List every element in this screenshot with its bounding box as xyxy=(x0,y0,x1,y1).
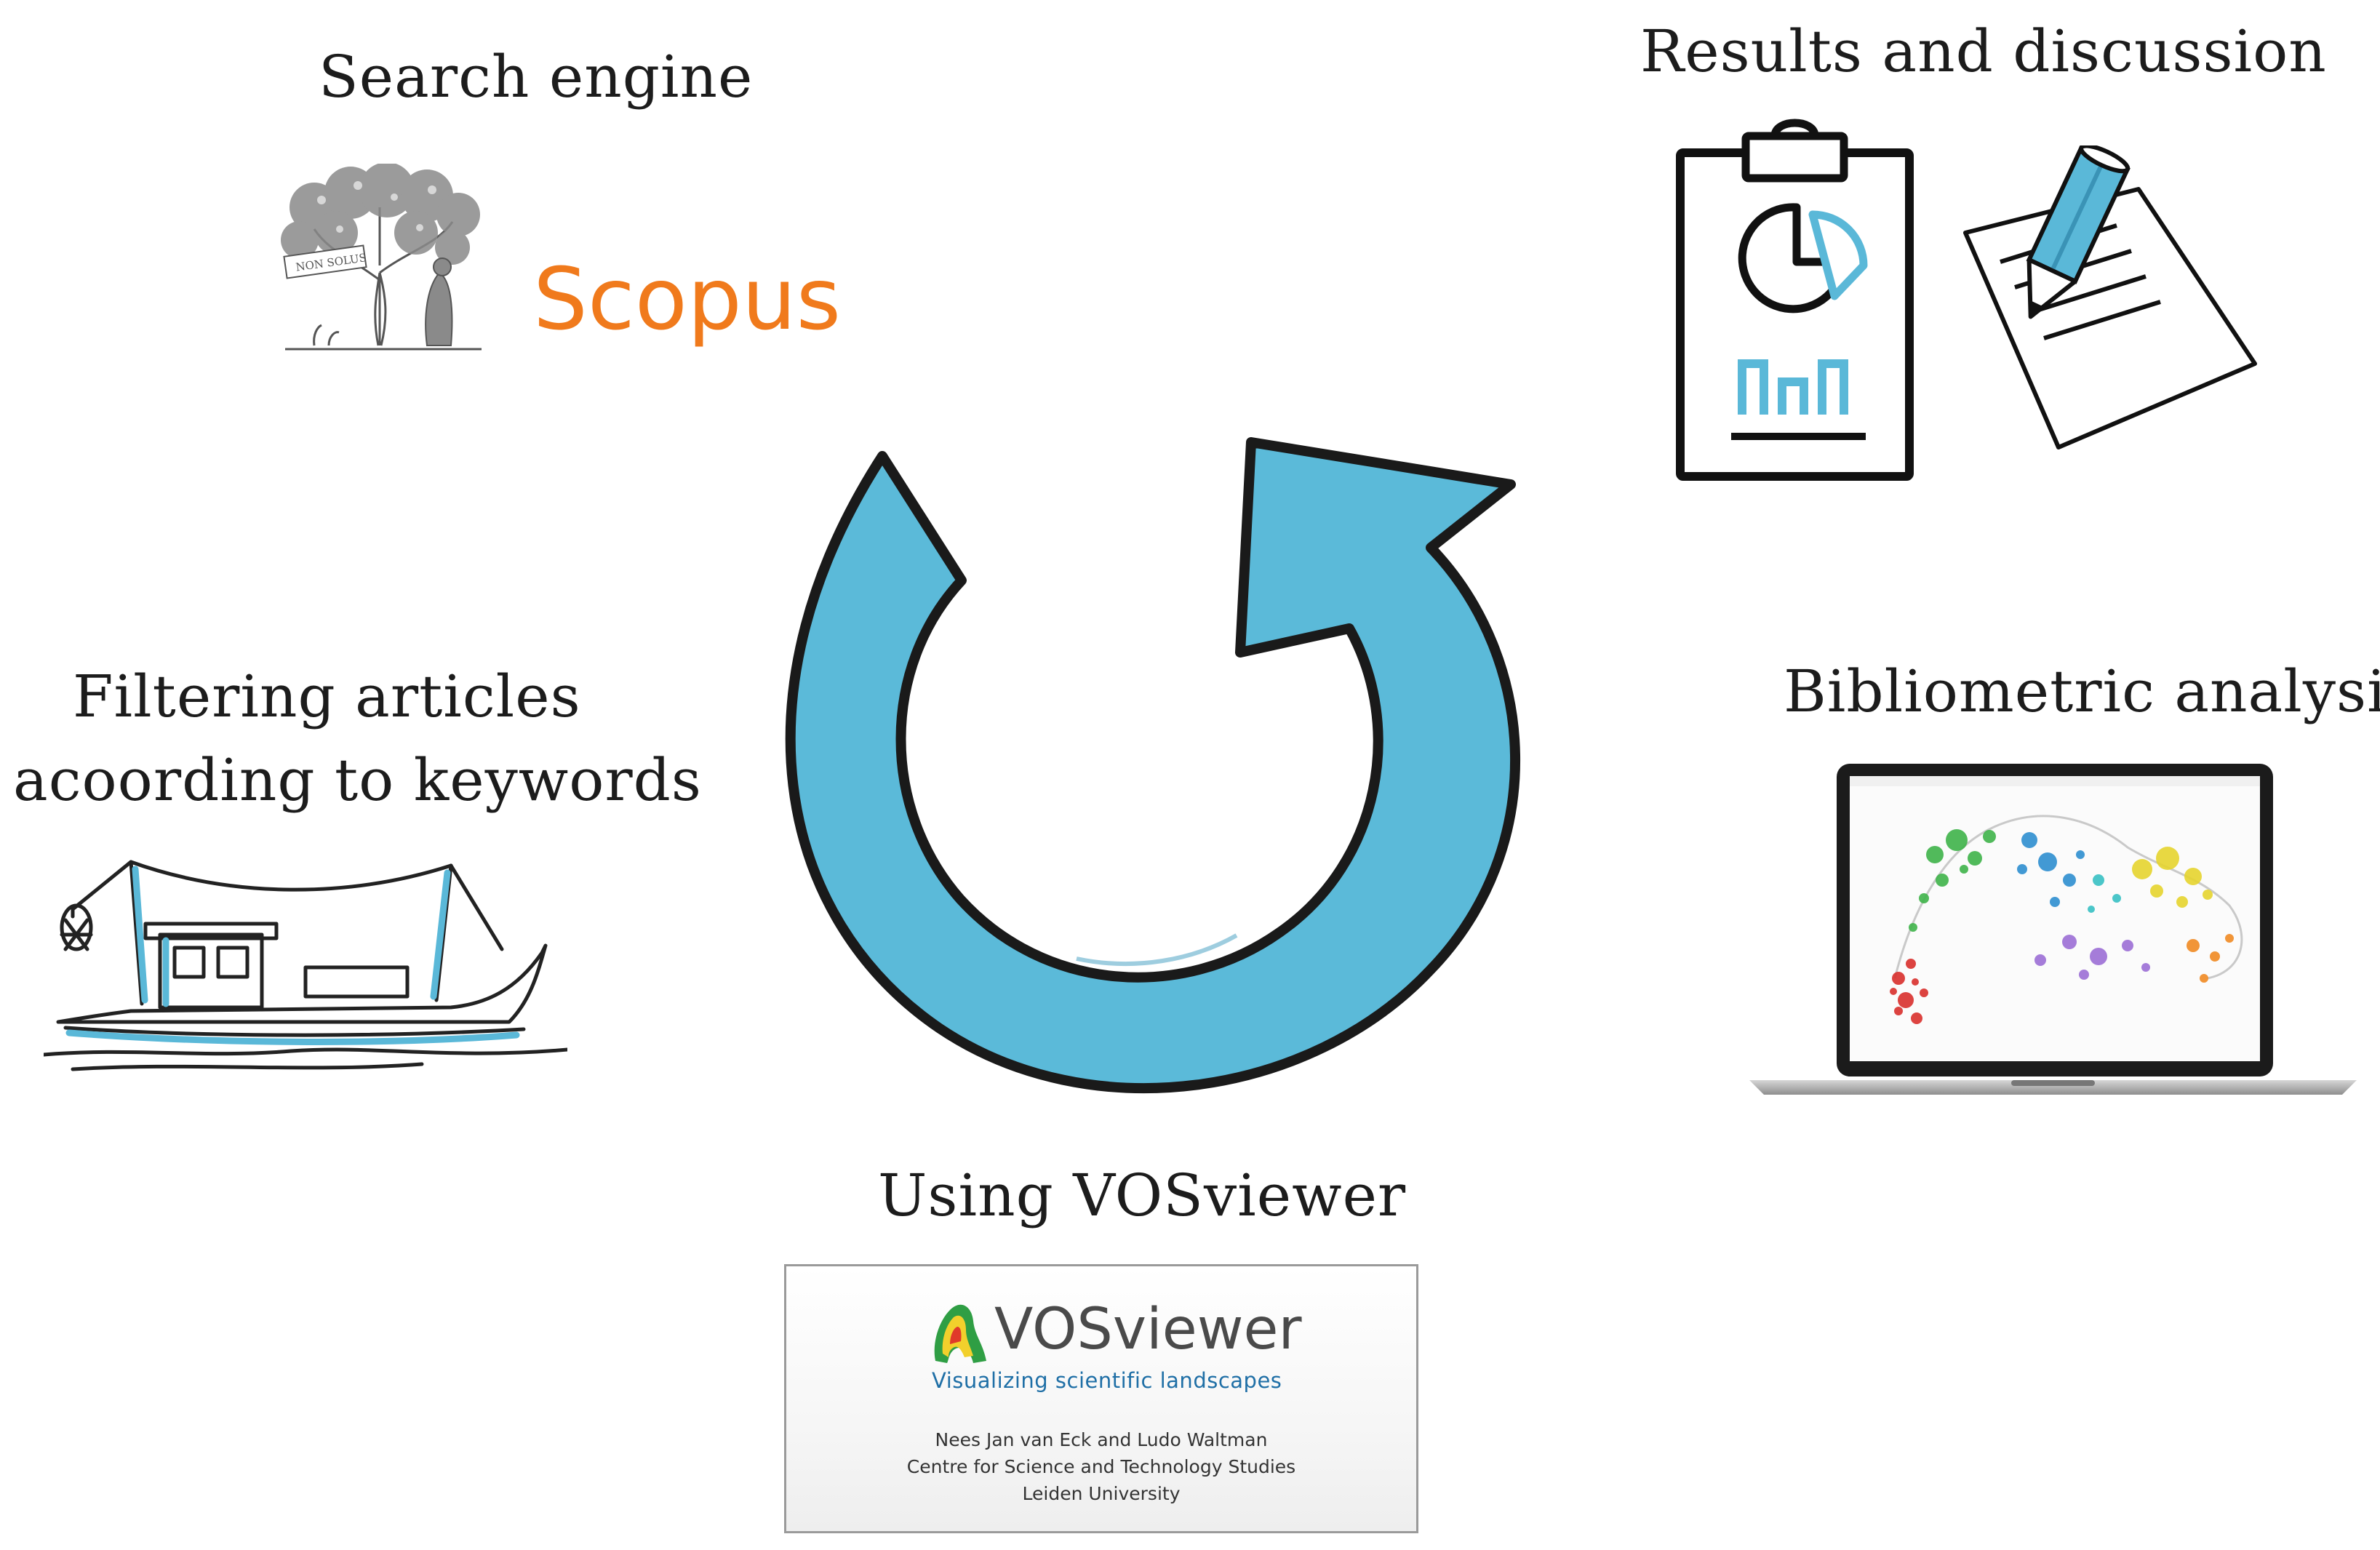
elsevier-tree-logo: NON SOLUS xyxy=(281,164,482,351)
scopus-wordmark: Scopus xyxy=(533,249,842,349)
stage-label-filtering-line2: acoording to keywords xyxy=(13,746,702,814)
vosviewer-credits: Nees Jan van Eck and Ludo Waltman Centre… xyxy=(786,1426,1416,1507)
vosviewer-title: VOSviewer xyxy=(994,1297,1302,1362)
credit-university: Leiden University xyxy=(1022,1483,1181,1504)
credit-authors: Nees Jan van Eck and Ludo Waltman xyxy=(935,1429,1268,1450)
pencil-paper-icon xyxy=(1963,145,2257,450)
stage-label-results-discussion: Results and discussion xyxy=(1640,17,2327,85)
cycle-arrow-icon xyxy=(785,437,1521,1094)
network-map-clusters xyxy=(1890,815,2243,1024)
stage-label-search-engine: Search engine xyxy=(319,43,754,111)
vosviewer-subtitle: Visualizing scientific landscapes xyxy=(932,1368,1282,1393)
fishing-boat-illustration xyxy=(44,860,567,1071)
vosviewer-splash-screen: VOSviewer Visualizing scientific landsca… xyxy=(784,1264,1418,1533)
clipboard-chart-icon xyxy=(1676,119,1914,481)
stage-label-vosviewer: Using VOSviewer xyxy=(878,1162,1407,1229)
stage-label-bibliometric: Bibliometric analysis xyxy=(1784,658,2380,725)
stage-label-filtering-line1: Filtering articles xyxy=(73,663,581,730)
vosviewer-logo xyxy=(934,1304,986,1363)
laptop-network-map xyxy=(1749,764,2357,1095)
credit-centre: Centre for Science and Technology Studie… xyxy=(906,1456,1296,1477)
